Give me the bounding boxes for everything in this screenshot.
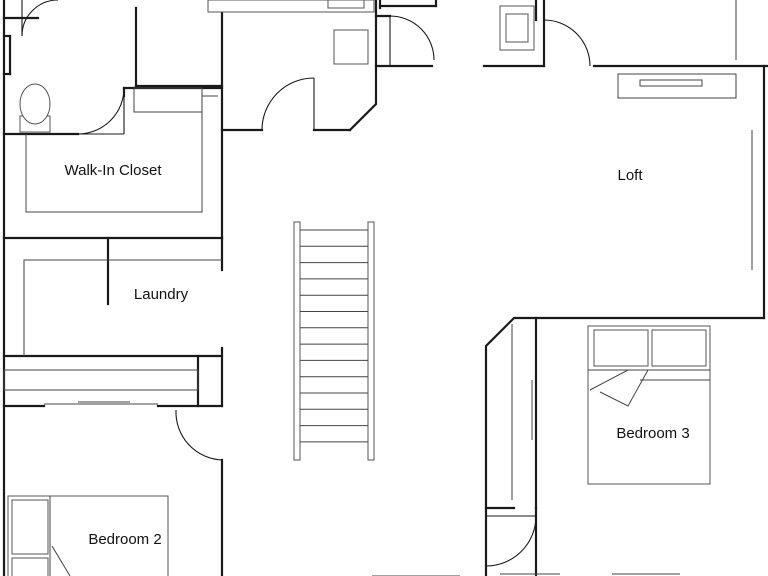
bed-icon [7,495,169,576]
doors [21,0,591,567]
room-label-bedroom-2: Bedroom 2 [88,531,161,548]
staircase [293,221,375,461]
door-icon[interactable] [485,515,537,567]
door-icon[interactable] [77,87,125,135]
room-label-loft: Loft [617,167,643,184]
toilet-icon [19,83,51,133]
door-icon[interactable] [543,19,591,67]
cabinetry [3,0,753,576]
room-label-laundry: Laundry [134,286,189,303]
door-icon[interactable] [21,0,59,37]
room-label-walk-in-closet: Walk-In Closet [65,162,163,179]
door-icon[interactable] [175,405,223,461]
door-icon[interactable] [389,15,435,66]
door-icon[interactable] [261,77,315,131]
room-labels: Walk-In Closet Laundry Loft Bedroom 3 Be… [65,162,690,548]
room-label-bedroom-3: Bedroom 3 [616,425,689,442]
water-heater-icon [499,5,535,51]
fixtures [7,0,711,576]
bed-icon [587,325,711,485]
